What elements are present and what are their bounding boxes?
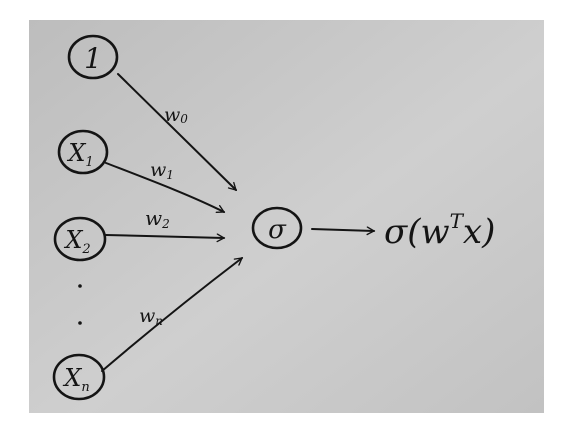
- edge-w2: [105, 233, 226, 243]
- neuron-label: σ: [268, 215, 287, 245]
- x2-label: X: [63, 226, 83, 254]
- xn-label: X: [62, 364, 82, 392]
- output-arrow: [311, 226, 376, 236]
- weight-label-w1: w1: [150, 159, 174, 182]
- xn-subscript: n: [81, 380, 89, 395]
- input-node-xn: Xn: [52, 353, 106, 401]
- bias-label: 1: [84, 42, 102, 75]
- output-expression: σ(wTx): [384, 209, 495, 252]
- weight-label-w2: w2: [145, 206, 170, 231]
- x1-label: X: [66, 139, 86, 167]
- weight-label-w0: w0: [164, 104, 188, 126]
- input-node-bias: 1: [67, 34, 119, 80]
- ellipsis-dots: [78, 284, 82, 325]
- weight-label-wn: wn: [139, 305, 163, 328]
- paper-sheet: [29, 20, 544, 413]
- edge-w0: [117, 73, 237, 191]
- output-suffix: x): [463, 212, 495, 252]
- input-node-x2: X2: [53, 216, 107, 262]
- svg-text:X2: X2: [63, 226, 90, 257]
- output-prefix: σ(w: [384, 212, 450, 252]
- x1-subscript: 1: [85, 155, 93, 170]
- x2-subscript: 2: [81, 242, 90, 257]
- svg-text:X1: X1: [66, 139, 93, 170]
- neuron-node: σ: [251, 206, 303, 250]
- input-node-x1: X1: [57, 129, 109, 175]
- edge-wn: [101, 257, 244, 372]
- svg-text:Xn: Xn: [62, 364, 89, 395]
- edge-w1: [105, 162, 226, 214]
- output-superscript: T: [450, 209, 465, 233]
